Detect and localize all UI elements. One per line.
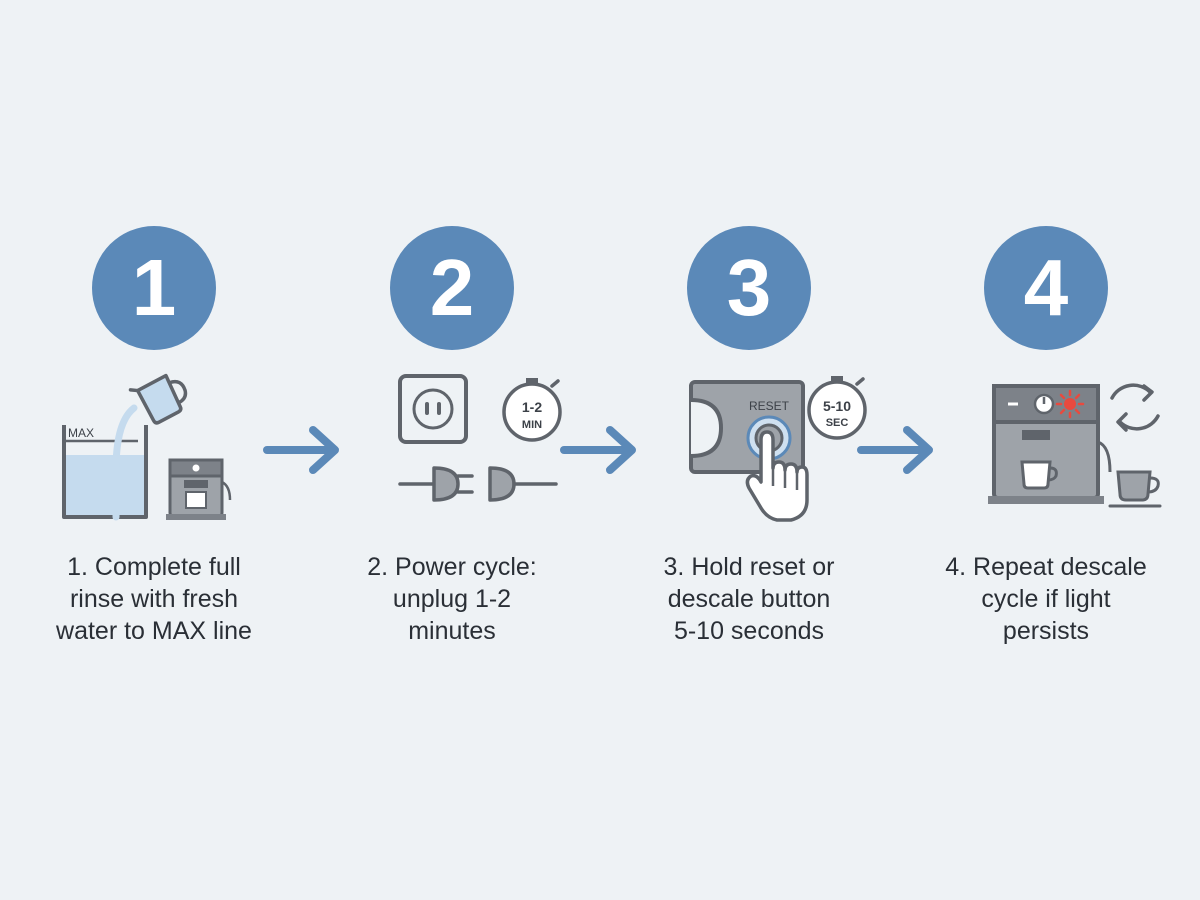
repeat-cycle-icon bbox=[1110, 383, 1160, 432]
svg-text:1-2: 1-2 bbox=[522, 399, 542, 415]
step-number-badge: 1 bbox=[92, 226, 216, 350]
warning-light-icon bbox=[1055, 389, 1085, 419]
timer-icon: 1-2 MIN bbox=[502, 378, 562, 442]
step-number-badge: 3 bbox=[687, 226, 811, 350]
timer-icon: 5-10 SEC bbox=[807, 376, 867, 440]
arrow-right-icon bbox=[857, 426, 933, 474]
step-caption: 2. Power cycle: unplug 1-2 minutes bbox=[367, 553, 537, 645]
step-caption: 1. Complete full rinse with fresh water … bbox=[56, 553, 252, 645]
step-3: 3 RESET 5-10 SEC 3. Hold reset or des bbox=[599, 0, 899, 900]
svg-text:SEC: SEC bbox=[826, 417, 849, 429]
arrow-right-icon bbox=[263, 426, 339, 474]
espresso-machine-icon bbox=[988, 384, 1112, 504]
step-number-badge: 2 bbox=[390, 226, 514, 350]
step-caption: 3. Hold reset or descale button 5-10 sec… bbox=[663, 553, 835, 645]
svg-text:MAX: MAX bbox=[68, 426, 94, 440]
step-caption: 4. Repeat descale cycle if light persist… bbox=[945, 553, 1147, 645]
step-2: 2 1-2 MIN 2. Power cycle: unp bbox=[302, 0, 602, 900]
water-tank-icon: MAX bbox=[62, 425, 148, 519]
step-number-badge: 4 bbox=[984, 226, 1108, 350]
hand-pointer-icon bbox=[745, 430, 809, 522]
pitcher-icon bbox=[128, 373, 188, 425]
arrow-right-icon bbox=[560, 426, 636, 474]
plug-icon bbox=[398, 466, 474, 502]
espresso-machine-icon bbox=[166, 458, 232, 520]
svg-text:RESET: RESET bbox=[749, 399, 790, 413]
reset-button-illustration: RESET 5-10 SEC bbox=[689, 376, 867, 522]
step-4: 4 bbox=[896, 0, 1196, 900]
power-outlet-icon bbox=[398, 374, 468, 444]
step-1: 1 MAX 1. Complete full rinse with fresh bbox=[4, 0, 304, 900]
svg-text:MIN: MIN bbox=[522, 419, 542, 431]
repeat-descale-illustration bbox=[988, 383, 1162, 508]
svg-text:5-10: 5-10 bbox=[823, 398, 851, 414]
rinse-illustration: MAX bbox=[62, 373, 232, 521]
power-cycle-illustration: 1-2 MIN bbox=[398, 374, 562, 502]
coffee-cup-icon bbox=[1108, 470, 1162, 508]
socket-icon bbox=[488, 466, 558, 502]
